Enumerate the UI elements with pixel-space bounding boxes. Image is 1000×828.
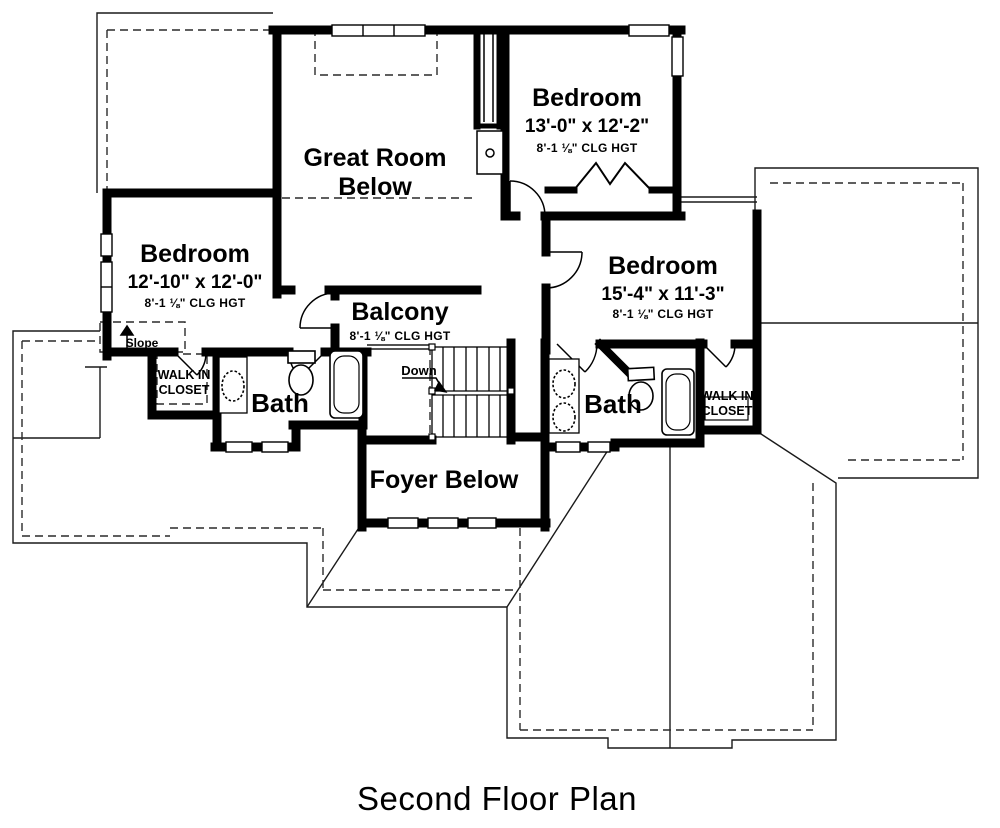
window: [467, 517, 497, 529]
door-swing-arc: [509, 180, 546, 217]
bedroom-right-label: Bedroom: [608, 252, 718, 280]
bath-left-label: Bath: [251, 388, 309, 418]
closet-rod-dashed: [156, 353, 208, 405]
roof-edge-top-left: [96, 12, 273, 193]
wall-angled: [594, 338, 638, 382]
sink-basin: [221, 370, 245, 402]
toilet-bowl: [288, 364, 314, 396]
bedroom-top-label: Bedroom: [532, 84, 642, 112]
stair-treads-upper: [442, 347, 501, 391]
toilet-tank: [287, 350, 316, 364]
window: [587, 441, 611, 453]
bifold-door: [573, 161, 652, 191]
bathtub-basin: [665, 373, 691, 431]
stair-newel-posts: [428, 343, 515, 441]
bedroom-top-ceiling: 8'-1 ⅛" CLG HGT: [536, 141, 637, 155]
bath-fixtures: [218, 350, 749, 436]
roof-edge-right: [754, 167, 979, 479]
door-swing-arc: [196, 351, 207, 376]
foyer-label: Foyer Below: [370, 466, 519, 494]
down-arrow: [402, 377, 443, 389]
closet-shelf: [704, 396, 749, 421]
bedroom-top-dims: 13'-0" x 12'-2": [525, 116, 649, 137]
window: [261, 441, 289, 453]
bedroom-right-dims: 15'-4" x 11'-3": [601, 284, 724, 305]
door-swing-arc: [725, 343, 736, 368]
window: [387, 517, 419, 529]
door-swing-arc: [545, 251, 583, 289]
great-room-label: Great Room: [303, 144, 446, 172]
roof-outline-lines: [12, 12, 979, 749]
bedroom-left-label: Bedroom: [140, 240, 250, 268]
balcony-ceiling: 8'-1 ⅛" CLG HGT: [349, 329, 450, 343]
roof-valley-line: [506, 446, 611, 608]
slope-label: Slope: [126, 336, 159, 350]
door-leaf: [173, 351, 198, 376]
window: [100, 233, 113, 257]
roof-edge-lower: [12, 330, 837, 749]
doors: [173, 161, 736, 378]
window: [555, 441, 581, 453]
bath-right-label: Bath: [584, 389, 642, 419]
window: [427, 517, 459, 529]
window: [225, 441, 253, 453]
slope-arrow: [119, 324, 135, 350]
bedroom-right-ceiling: 8'-1 ⅛" CLG HGT: [612, 307, 713, 321]
stair-treads-lower: [442, 395, 501, 437]
great-room-label2: Below: [338, 173, 412, 201]
closet-right-label2: CLOSET: [702, 404, 753, 418]
closet-left-label: WALK IN: [158, 368, 211, 382]
closet-left-label2: CLOSET: [159, 383, 210, 397]
roof-valley-line: [306, 522, 363, 608]
bedroom-left-dims: 12'-10" x 12'-0": [128, 272, 263, 293]
staircase: [402, 343, 515, 441]
door-swing-arc: [584, 343, 598, 373]
plan-title: Second Floor Plan: [357, 780, 637, 817]
window: [331, 24, 426, 37]
great-room-opening-dashed: [314, 32, 438, 76]
sink-basin: [552, 402, 576, 432]
down-arrowhead: [434, 380, 448, 393]
flue-circle: [485, 148, 495, 158]
windows: [100, 24, 684, 529]
door-leaf: [702, 343, 727, 368]
labels: Great Room Below Bedroom 13'-0" x 12'-2"…: [126, 84, 754, 817]
slope-arrowhead: [119, 324, 135, 336]
bathtub-basin: [333, 355, 360, 414]
window: [671, 36, 684, 77]
down-label: Down: [401, 363, 436, 378]
toilet-tank: [626, 366, 656, 382]
toilet-bowl: [628, 381, 654, 411]
door-leaf: [556, 343, 586, 373]
closet-right-label: WALK IN: [701, 389, 754, 403]
fireplace-flue: [476, 33, 504, 175]
dashed-overhang-lines: [21, 29, 964, 731]
window: [628, 24, 670, 37]
bedroom-left-ceiling: 8'-1 ⅛" CLG HGT: [144, 296, 245, 310]
door-swing-arc: [299, 292, 336, 329]
balcony-label: Balcony: [351, 298, 448, 326]
sink-basin: [552, 369, 576, 399]
